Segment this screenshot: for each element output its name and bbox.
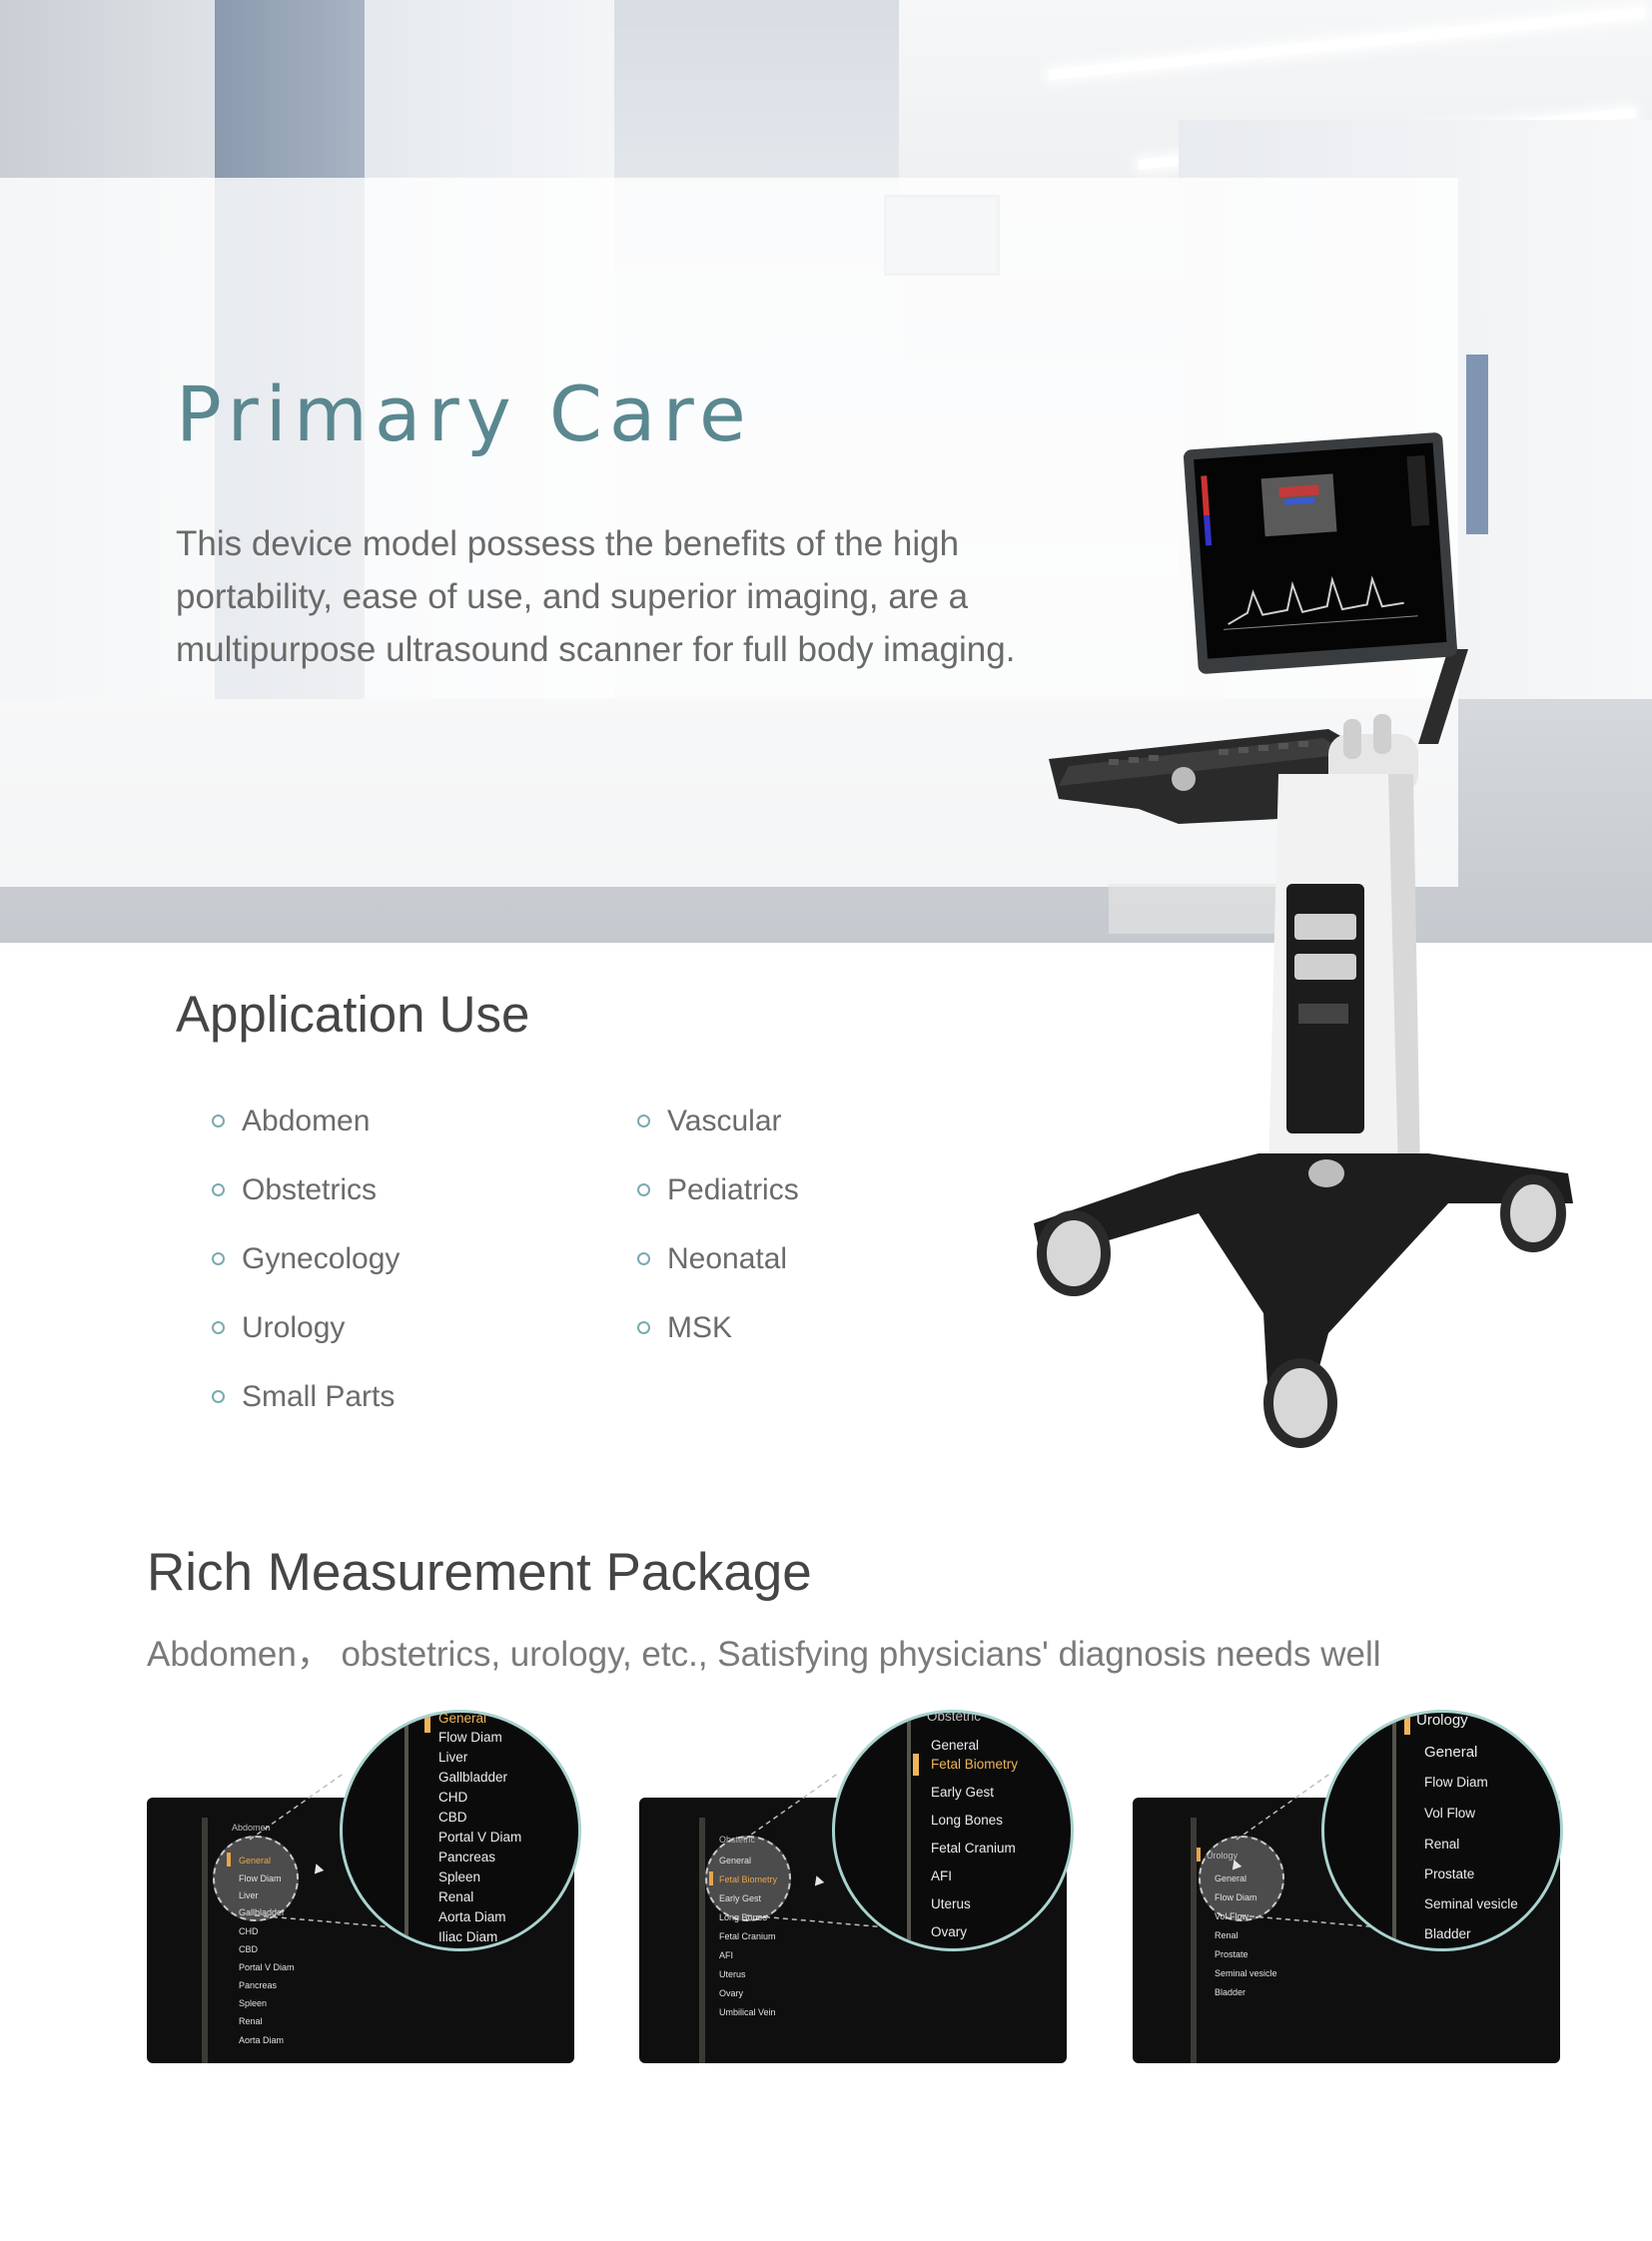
menu-item: Pancreas	[239, 1980, 278, 1990]
zoom-menu-item: General	[438, 1711, 487, 1726]
application-use-heading: Application Use	[176, 986, 530, 1043]
zoom-menu-item: Iliac Diam	[438, 1929, 498, 1944]
zoom-menu-item: Renal	[438, 1889, 474, 1904]
zoom-magnifier-obstetric: Obstetric General Fetal Biometry Early G…	[832, 1710, 1074, 1951]
bullet-circle-icon	[212, 1252, 225, 1265]
hero-title: Primary Care	[176, 370, 753, 458]
application-list-right: Vascular Pediatrics Neonatal MSK	[637, 1099, 799, 1374]
magnifier-lens	[705, 1836, 791, 1921]
bullet-circle-icon	[212, 1115, 225, 1127]
zoom-menu-item: CHD	[438, 1790, 468, 1805]
zoom-menu-item: Aorta Diam	[438, 1909, 506, 1924]
list-item: Urology	[212, 1305, 400, 1374]
menu-item: Vol Flow	[1215, 1911, 1249, 1921]
measurement-subtitle: Abdomen， obstetrics, urology, etc., Sati…	[147, 1635, 1381, 1674]
menu-item: General	[719, 1856, 752, 1866]
list-item: Small Parts	[212, 1374, 400, 1443]
ultrasound-device-image	[1034, 432, 1573, 1448]
bullet-circle-icon	[637, 1321, 650, 1334]
zoom-menu-item: Pancreas	[438, 1850, 496, 1865]
menu-item: Aorta Diam	[239, 2035, 285, 2045]
menu-item: Spleen	[239, 1998, 268, 2008]
zoom-menu-item: Urology	[1416, 1712, 1468, 1729]
zoom-magnifier-abdomen: General Flow Diam Liver Gallbladder CHD …	[340, 1710, 581, 1951]
zoom-menu-item: General	[1424, 1744, 1478, 1761]
menu-item: General	[1215, 1873, 1247, 1883]
bullet-circle-icon	[637, 1183, 650, 1196]
zoom-menu-item: Prostate	[1424, 1867, 1475, 1881]
list-item: Pediatrics	[637, 1167, 799, 1236]
menu-item: Prostate	[1215, 1949, 1248, 1959]
zoom-magnifier-urology: Urology General Flow Diam Vol Flow Renal…	[1321, 1710, 1563, 1951]
menu-item: Early Gest	[719, 1893, 762, 1903]
zoom-menu-item: Flow Diam	[1424, 1775, 1488, 1790]
measurement-heading: Rich Measurement Package	[147, 1543, 812, 1602]
bullet-circle-icon	[212, 1390, 225, 1403]
menu-item: Portal V Diam	[239, 1962, 295, 1972]
zoom-menu-item: Spleen	[438, 1869, 481, 1884]
menu-item: Fetal Cranium	[719, 1931, 776, 1941]
zoom-menu-item: General	[931, 1738, 980, 1753]
bullet-circle-icon	[637, 1115, 650, 1127]
menu-item: Flow Diam	[239, 1873, 282, 1883]
list-item: Abdomen	[212, 1099, 400, 1167]
menu-item: CBD	[239, 1944, 259, 1954]
list-item: MSK	[637, 1305, 799, 1374]
zoom-menu-item: Portal V Diam	[438, 1830, 522, 1845]
menu-item: Ovary	[719, 1988, 744, 1998]
menu-item: Renal	[1215, 1930, 1239, 1940]
zoom-menu-item: Vol Flow	[1424, 1806, 1476, 1821]
zoom-menu-item: Seminal vesicle	[1424, 1896, 1518, 1911]
zoom-menu-item: Uterus	[931, 1896, 971, 1911]
magnifier-lens	[1199, 1836, 1284, 1921]
menu-item: Bladder	[1215, 1987, 1246, 1997]
menu-item: General	[239, 1856, 272, 1866]
zoom-menu-item: Bladder	[1424, 1926, 1471, 1941]
zoom-menu-item: Long Bones	[931, 1813, 1004, 1828]
zoom-menu-item: Fetal Cranium	[931, 1841, 1016, 1856]
zoom-menu-item: Early Gest	[931, 1785, 995, 1800]
zoom-menu-item: Obstetric	[927, 1710, 982, 1724]
application-list-left: Abdomen Obstetrics Gynecology Urology Sm…	[212, 1099, 400, 1443]
menu-item: Gallbladder	[239, 1907, 286, 1917]
menu-title: Urology	[1207, 1851, 1239, 1861]
menu-item: Uterus	[719, 1969, 746, 1979]
menu-item: CHD	[239, 1926, 259, 1936]
magnifier-lens	[213, 1836, 299, 1921]
zoom-menu-item: AFI	[931, 1868, 953, 1883]
menu-item: Renal	[239, 2016, 263, 2026]
bullet-circle-icon	[212, 1321, 225, 1334]
zoom-menu-item: Flow Diam	[438, 1730, 502, 1745]
zoom-menu-item: CBD	[438, 1810, 467, 1825]
menu-item: Seminal vesicle	[1215, 1968, 1277, 1978]
zoom-menu-item: Ovary	[931, 1924, 968, 1939]
menu-item: Umbilical Vein	[719, 2007, 776, 2017]
bullet-circle-icon	[637, 1252, 650, 1265]
list-item: Neonatal	[637, 1236, 799, 1305]
bullet-circle-icon	[212, 1183, 225, 1196]
menu-item: Long Bones	[719, 1912, 768, 1922]
hero-description: This device model possess the benefits o…	[176, 524, 1016, 669]
zoom-menu-item: Renal	[1424, 1837, 1460, 1852]
menu-item: AFI	[719, 1950, 734, 1960]
list-item: Gynecology	[212, 1236, 400, 1305]
menu-item: Fetal Biometry	[719, 1874, 778, 1884]
zoom-menu-item: Fetal Biometry	[931, 1757, 1019, 1772]
menu-item: Liver	[239, 1890, 259, 1900]
list-item: Vascular	[637, 1099, 799, 1167]
menu-title: Abdomen	[232, 1823, 271, 1833]
zoom-menu-item: Liver	[438, 1750, 468, 1765]
list-item: Obstetrics	[212, 1167, 400, 1236]
zoom-menu-item: Gallbladder	[438, 1770, 508, 1785]
menu-item: Flow Diam	[1215, 1892, 1257, 1902]
